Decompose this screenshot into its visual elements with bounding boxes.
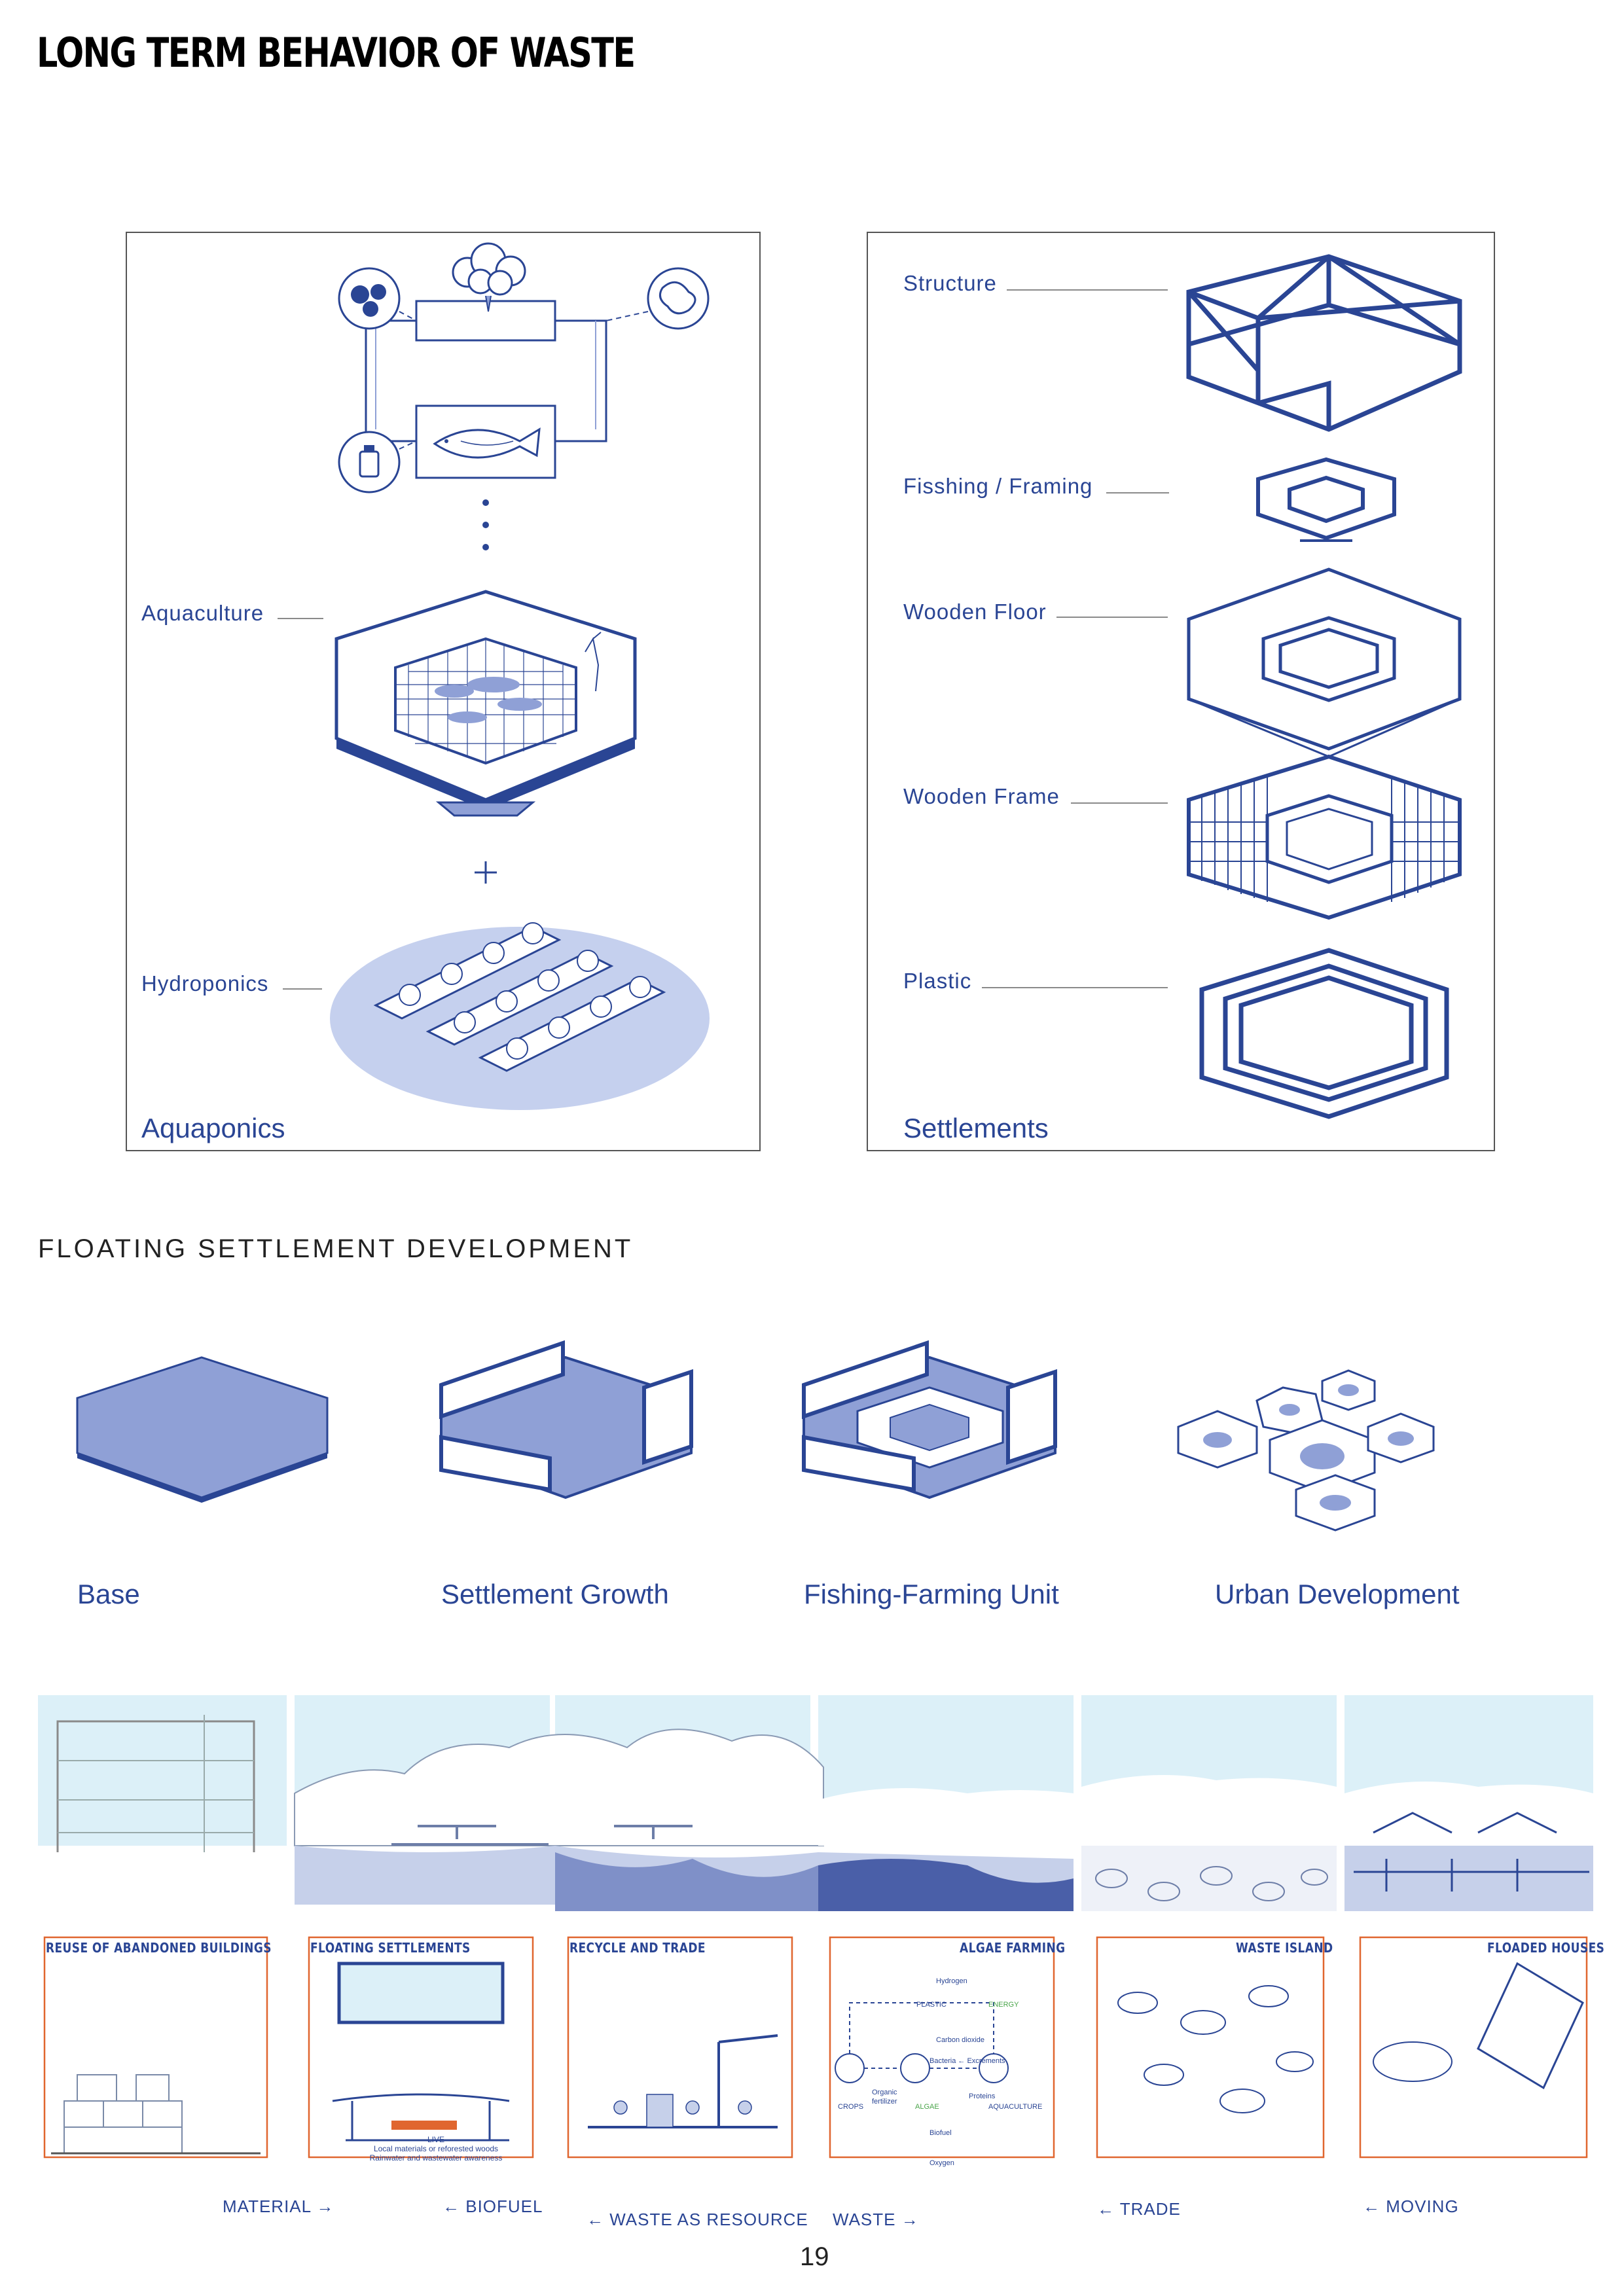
aquaculture-leader (278, 618, 323, 619)
flow-moving: ← MOVING (1363, 2197, 1459, 2216)
aquaculture-label: Aquaculture (141, 601, 264, 625)
algae-bacteria: Bacteria ← Excrements (929, 2057, 1005, 2065)
wooden-frame-label: Wooden Frame (903, 784, 1060, 808)
flow-waste-resource: ← WASTE AS RESOURCE (586, 2210, 808, 2229)
flow-biofuel: ← BIOFUEL (442, 2197, 543, 2216)
algae-aquaculture: AQUACULTURE (988, 2103, 1043, 2111)
framing-ring (1256, 457, 1396, 542)
wooden-frame (1187, 754, 1462, 920)
stage-growth-label: Settlement Growth (441, 1579, 669, 1609)
hydroponics-leader (283, 988, 322, 990)
floating-note-line: LIVE (427, 2135, 444, 2144)
wooden-frame-leader (1071, 802, 1168, 804)
bottle-icon (338, 431, 401, 493)
wooden-floor-leader (1056, 617, 1168, 618)
framing-leader (1106, 492, 1169, 493)
base-hexagon (76, 1356, 329, 1503)
floating-note: LIVE Local materials or reforested woods… (351, 2135, 521, 2162)
waste-strip-illustration (38, 1695, 1593, 2159)
algae-energy: ENERGY (988, 2001, 1019, 2009)
settlement-growth (439, 1340, 693, 1499)
settlements-exploded-axonometric (1186, 254, 1462, 1119)
plastic-leader (982, 987, 1168, 988)
hydroponics-label: Hydroponics (141, 971, 269, 996)
fish-icon (433, 427, 541, 459)
wooden-floor-label: Wooden Floor (903, 600, 1047, 624)
plastic-label: Plastic (903, 969, 972, 993)
aquaponics-panel (126, 232, 761, 1151)
settlements-footer: Settlements (903, 1113, 1049, 1143)
stage-base-label: Base (77, 1579, 140, 1609)
strip-label-algae: ALGAE FARMING (960, 1940, 1066, 1956)
page-number: 19 (800, 2242, 829, 2271)
algae-plastic: PLASTIC (916, 2001, 947, 2009)
strip-label-flooded: FLOADED HOUSES (1487, 1940, 1605, 1956)
framing-label: Fisshing / Framing (903, 474, 1093, 498)
strip-label-recycle: RECYCLE AND TRADE (569, 1940, 706, 1956)
algae-biofuel: Biofuel (929, 2129, 952, 2137)
flow-trade: ← TRADE (1097, 2199, 1181, 2219)
development-stages (76, 1340, 1435, 1532)
structure-label: Structure (903, 271, 997, 295)
strip-label-reuse: REUSE OF ABANDONED BUILDINGS (46, 1940, 272, 1956)
settlements-panel (867, 232, 1495, 1151)
bubbles-icon (338, 267, 401, 330)
strip-label-island: WASTE ISLAND (1236, 1940, 1333, 1956)
algae-oxygen: Oxygen (929, 2159, 954, 2167)
stage-fishing-label: Fishing-Farming Unit (804, 1579, 1059, 1609)
wooden-floor (1187, 567, 1462, 758)
aquaponics-footer: Aquaponics (141, 1113, 285, 1143)
algae-crops: CROPS (838, 2103, 864, 2111)
plastic-ring (1199, 948, 1449, 1119)
page-title: LONG TERM BEHAVIOR OF WASTE (37, 29, 636, 77)
fishing-farming-unit (802, 1340, 1057, 1499)
aquaponics-diagram (330, 242, 710, 1110)
stage-urban-label: Urban Development (1215, 1579, 1460, 1609)
flow-waste: WASTE → (833, 2210, 919, 2229)
microbe-icon (647, 267, 710, 330)
floating-note-line: Rainwater and wastewater awareness (369, 2153, 503, 2162)
aquaculture-hexagon (334, 590, 637, 817)
development-heading: FLOATING SETTLEMENT DEVELOPMENT (38, 1234, 634, 1263)
structure-leader (1007, 289, 1168, 291)
flow-material: MATERIAL → (223, 2197, 334, 2216)
floating-note-line: Local materials or reforested woods (373, 2144, 499, 2153)
cloud-icon (452, 242, 526, 296)
algae-algae: ALGAE (915, 2103, 939, 2111)
structure-frame (1186, 254, 1462, 432)
strip-label-floating: FLOATING SETTLEMENTS (310, 1940, 471, 1956)
algae-proteins: Proteins (969, 2092, 996, 2100)
algae-hydrogen: Hydrogen (936, 1977, 967, 1985)
hydroponics-ellipse (330, 922, 710, 1110)
algae-fertilizer: Organic fertilizer (872, 2089, 897, 2106)
algae-co2: Carbon dioxide (936, 2036, 984, 2044)
